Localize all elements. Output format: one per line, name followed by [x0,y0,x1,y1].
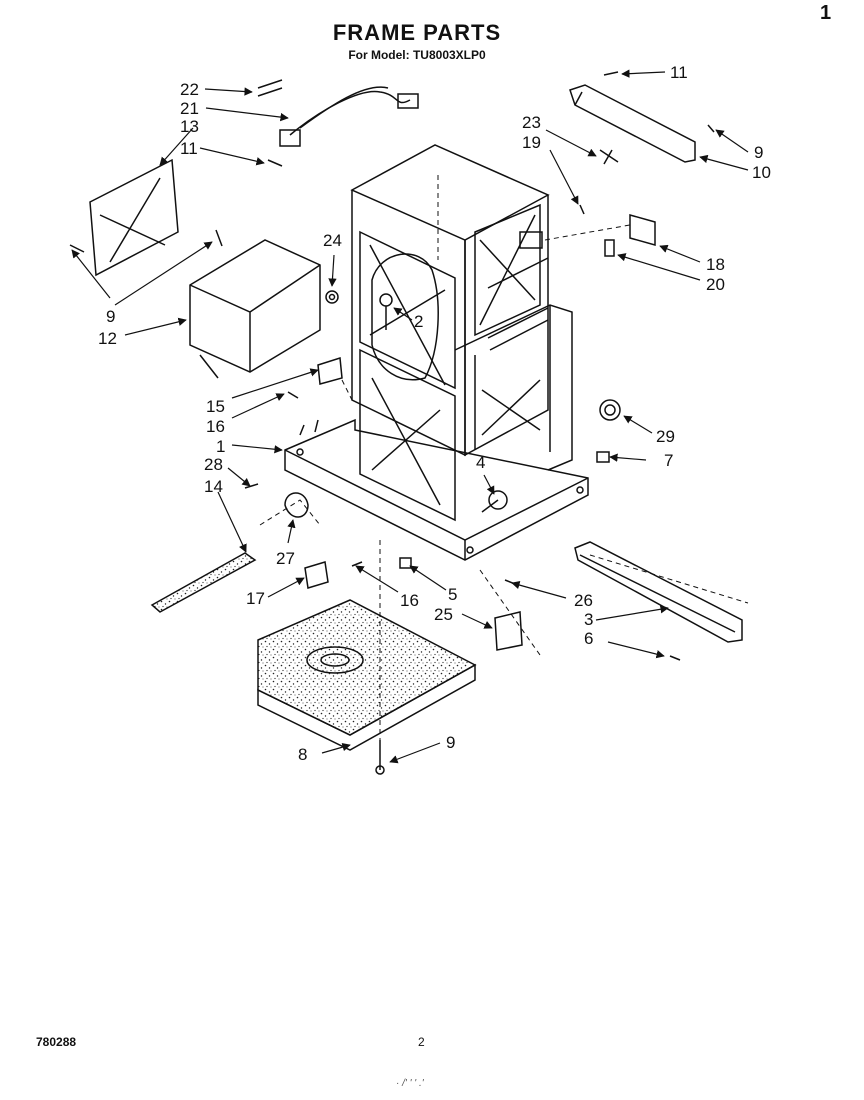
callout-10: 10 [752,163,771,182]
callout-1: 1 [216,437,225,456]
right-side-rail [574,541,743,643]
callout-14: 14 [204,477,223,496]
callout-5: 5 [448,585,457,604]
callout-18: 18 [706,255,725,274]
callout-9-bottom: 9 [446,733,455,752]
turntable-tray [257,599,477,751]
callout-25: 25 [434,605,453,624]
callout-22: 22 [180,80,199,99]
left-side-bar [150,552,257,613]
callout-9-right: 9 [754,143,763,162]
callout-2: 2 [414,312,423,331]
line-cord [257,79,419,147]
callout-15: 15 [206,397,225,416]
callout-3: 3 [584,610,593,629]
callout-11: 11 [180,139,198,158]
callout-26: 26 [574,591,593,610]
callout-16-left: 16 [206,417,225,436]
document-number: 780288 [36,1035,77,1049]
callout-19: 19 [522,133,541,152]
callout-24: 24 [323,231,342,250]
callout-20: 20 [706,275,725,294]
callout-8: 8 [298,745,307,764]
callout-27: 27 [276,549,295,568]
callout-13: 13 [180,117,199,136]
page-number: 2 [418,1035,425,1049]
callout-28: 28 [204,455,223,474]
frame-base [284,418,589,561]
small-hardware [284,149,656,775]
top-right-bracket [569,84,696,163]
left-cover [189,239,321,379]
page-title: FRAME PARTS [332,20,502,45]
screws [69,71,715,661]
callout-21: 21 [180,99,199,118]
callout-6: 6 [584,629,593,648]
scan-artifact: · /' ' ' .' [396,1078,424,1089]
assembly-guides [259,175,749,742]
model-subtitle: For Model: TU8003XLP0 [348,48,486,62]
leader-lines [71,69,749,764]
callout-17: 17 [246,589,265,608]
callout-11-right: 11 [670,63,688,82]
callout-12: 12 [98,329,117,348]
callout-16-bottom: 16 [400,591,419,610]
callout-9: 9 [106,307,115,326]
callout-23: 23 [522,113,541,132]
corner-mark: 1 [820,2,832,24]
callout-labels: 22 21 13 11 9 12 24 2 15 16 1 28 14 27 1… [98,63,771,764]
callout-7: 7 [664,451,673,470]
frame-tower [350,144,573,522]
left-shield-plate [89,158,179,277]
callout-29: 29 [656,427,675,446]
callout-4: 4 [476,453,485,472]
